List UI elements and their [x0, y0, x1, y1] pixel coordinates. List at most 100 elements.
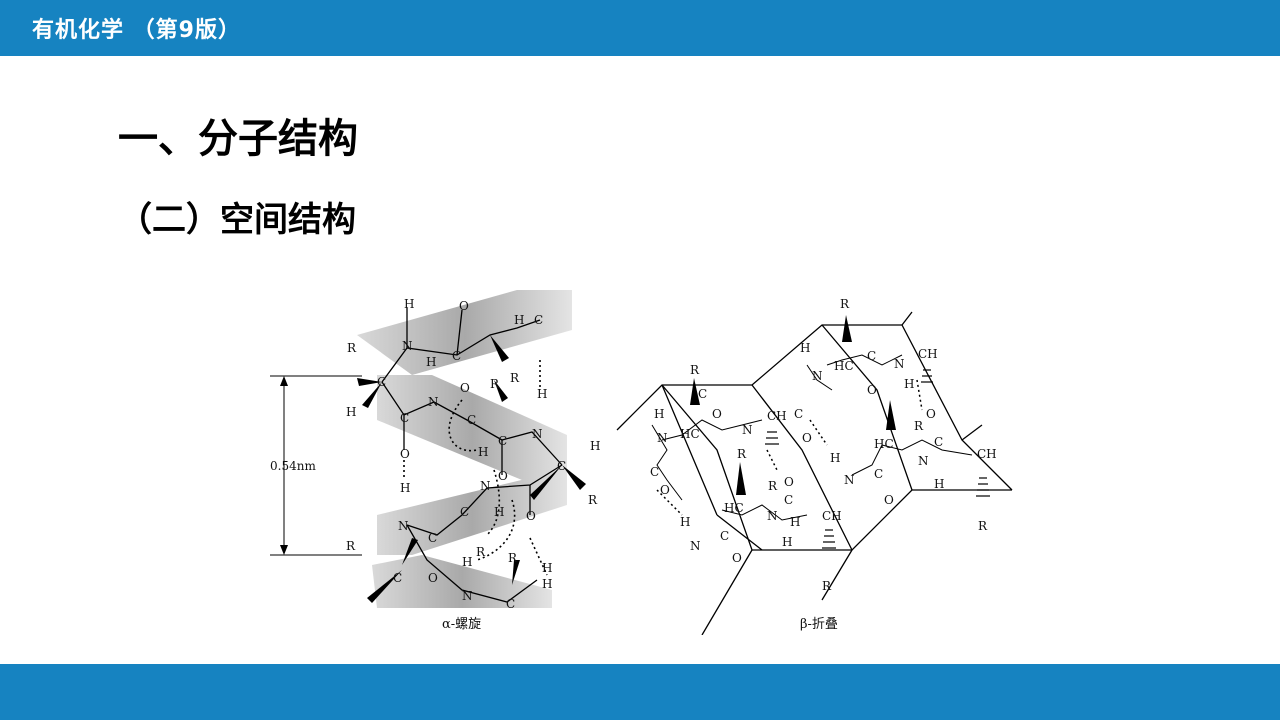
- svg-text:H: H: [934, 477, 944, 491]
- svg-text:H: H: [590, 439, 600, 453]
- svg-text:R: R: [840, 297, 850, 311]
- svg-text:N: N: [742, 423, 753, 437]
- svg-text:N: N: [844, 473, 855, 487]
- svg-text:HC: HC: [874, 437, 894, 451]
- svg-text:O: O: [660, 483, 670, 497]
- alpha-beta-diagram: 0.54nm: [270, 290, 1013, 635]
- svg-text:CH: CH: [822, 509, 842, 523]
- svg-text:HC: HC: [680, 427, 700, 441]
- svg-text:CH: CH: [977, 447, 997, 461]
- beta-sheet: R H N HC C O N CH H R C O N CH C O H N H…: [616, 297, 1013, 635]
- svg-text:C: C: [498, 434, 507, 448]
- svg-text:O: O: [926, 407, 936, 421]
- svg-text:C: C: [557, 459, 566, 473]
- svg-text:O: O: [526, 509, 536, 523]
- svg-text:N: N: [812, 369, 823, 383]
- beta-hbonds: [656, 379, 923, 516]
- svg-text:C: C: [460, 505, 469, 519]
- svg-text:CH: CH: [918, 347, 938, 361]
- backbone-bonds: [381, 308, 563, 603]
- svg-text:R: R: [476, 545, 486, 559]
- section-heading: 一、分子结构: [118, 116, 358, 162]
- course-title: 有机化学 （第9版）: [32, 18, 241, 43]
- svg-text:O: O: [459, 299, 469, 313]
- svg-text:O: O: [712, 407, 722, 421]
- helix-ribbon: [357, 290, 572, 375]
- svg-text:R: R: [768, 479, 778, 493]
- svg-text:N: N: [918, 454, 929, 468]
- pitch-label: 0.54nm: [270, 459, 316, 473]
- svg-text:C: C: [794, 407, 803, 421]
- svg-text:C: C: [377, 375, 386, 389]
- arrow-head: [280, 545, 288, 555]
- svg-text:O: O: [867, 383, 877, 397]
- svg-text:N: N: [428, 395, 439, 409]
- svg-text:R: R: [822, 579, 832, 593]
- beta-hashed-bonds: [765, 369, 990, 549]
- svg-text:O: O: [460, 381, 470, 395]
- svg-text:N: N: [480, 479, 491, 493]
- beta-bonds: [651, 354, 973, 521]
- svg-text:C: C: [534, 313, 543, 327]
- svg-text:HC: HC: [724, 501, 744, 515]
- svg-text:O: O: [498, 469, 508, 483]
- svg-text:H: H: [462, 555, 472, 569]
- alpha-helix: 0.54nm: [270, 290, 600, 632]
- svg-text:H: H: [830, 451, 840, 465]
- svg-text:N: N: [657, 431, 668, 445]
- svg-text:C: C: [874, 467, 883, 481]
- svg-text:R: R: [508, 551, 518, 565]
- svg-text:R: R: [588, 493, 598, 507]
- svg-text:N: N: [690, 539, 701, 553]
- svg-text:O: O: [784, 475, 794, 489]
- svg-text:N: N: [894, 357, 905, 371]
- alpha-atom-labels: H O N C H C R C R H H N O R C H C O N C: [346, 297, 600, 611]
- svg-text:H: H: [404, 297, 414, 311]
- wedge-bonds: [357, 335, 586, 603]
- svg-text:O: O: [802, 431, 812, 445]
- svg-text:H: H: [800, 341, 810, 355]
- svg-text:N: N: [402, 339, 413, 353]
- svg-text:O: O: [884, 493, 894, 507]
- svg-text:C: C: [867, 349, 876, 363]
- top-banner: 有机化学 （第9版）: [0, 0, 1280, 56]
- svg-text:C: C: [934, 435, 943, 449]
- alpha-caption: α-螺旋: [442, 617, 481, 632]
- svg-text:O: O: [400, 447, 410, 461]
- svg-text:H: H: [537, 387, 547, 401]
- svg-text:C: C: [393, 571, 402, 585]
- svg-text:R: R: [914, 419, 924, 433]
- svg-text:C: C: [698, 387, 707, 401]
- svg-text:H: H: [346, 405, 356, 419]
- sheet-frame: [616, 311, 1013, 635]
- svg-text:H: H: [494, 505, 504, 519]
- svg-text:N: N: [462, 589, 473, 603]
- svg-text:R: R: [346, 539, 356, 553]
- svg-text:C: C: [467, 413, 476, 427]
- arrow-head: [280, 376, 288, 386]
- svg-text:C: C: [650, 465, 659, 479]
- svg-text:R: R: [978, 519, 988, 533]
- svg-text:H: H: [514, 313, 524, 327]
- svg-text:C: C: [452, 349, 461, 363]
- svg-text:N: N: [767, 509, 778, 523]
- svg-text:H: H: [542, 561, 552, 575]
- bottom-banner: [0, 664, 1280, 720]
- beta-caption: β-折叠: [800, 617, 838, 632]
- svg-text:C: C: [784, 493, 793, 507]
- svg-text:R: R: [490, 377, 500, 391]
- svg-text:H: H: [400, 481, 410, 495]
- svg-text:H: H: [680, 515, 690, 529]
- helix-ribbon: [372, 555, 552, 608]
- svg-text:N: N: [532, 427, 543, 441]
- protein-structure-figure: 0.54nm: [262, 290, 1022, 635]
- svg-text:C: C: [400, 411, 409, 425]
- svg-text:C: C: [506, 597, 515, 611]
- hydrogen-bonds: [403, 360, 548, 576]
- svg-text:C: C: [720, 529, 729, 543]
- helix-ribbon: [377, 375, 567, 480]
- svg-text:CH: CH: [767, 409, 787, 423]
- svg-text:R: R: [510, 371, 520, 385]
- svg-text:R: R: [690, 363, 700, 377]
- svg-text:HC: HC: [834, 359, 854, 373]
